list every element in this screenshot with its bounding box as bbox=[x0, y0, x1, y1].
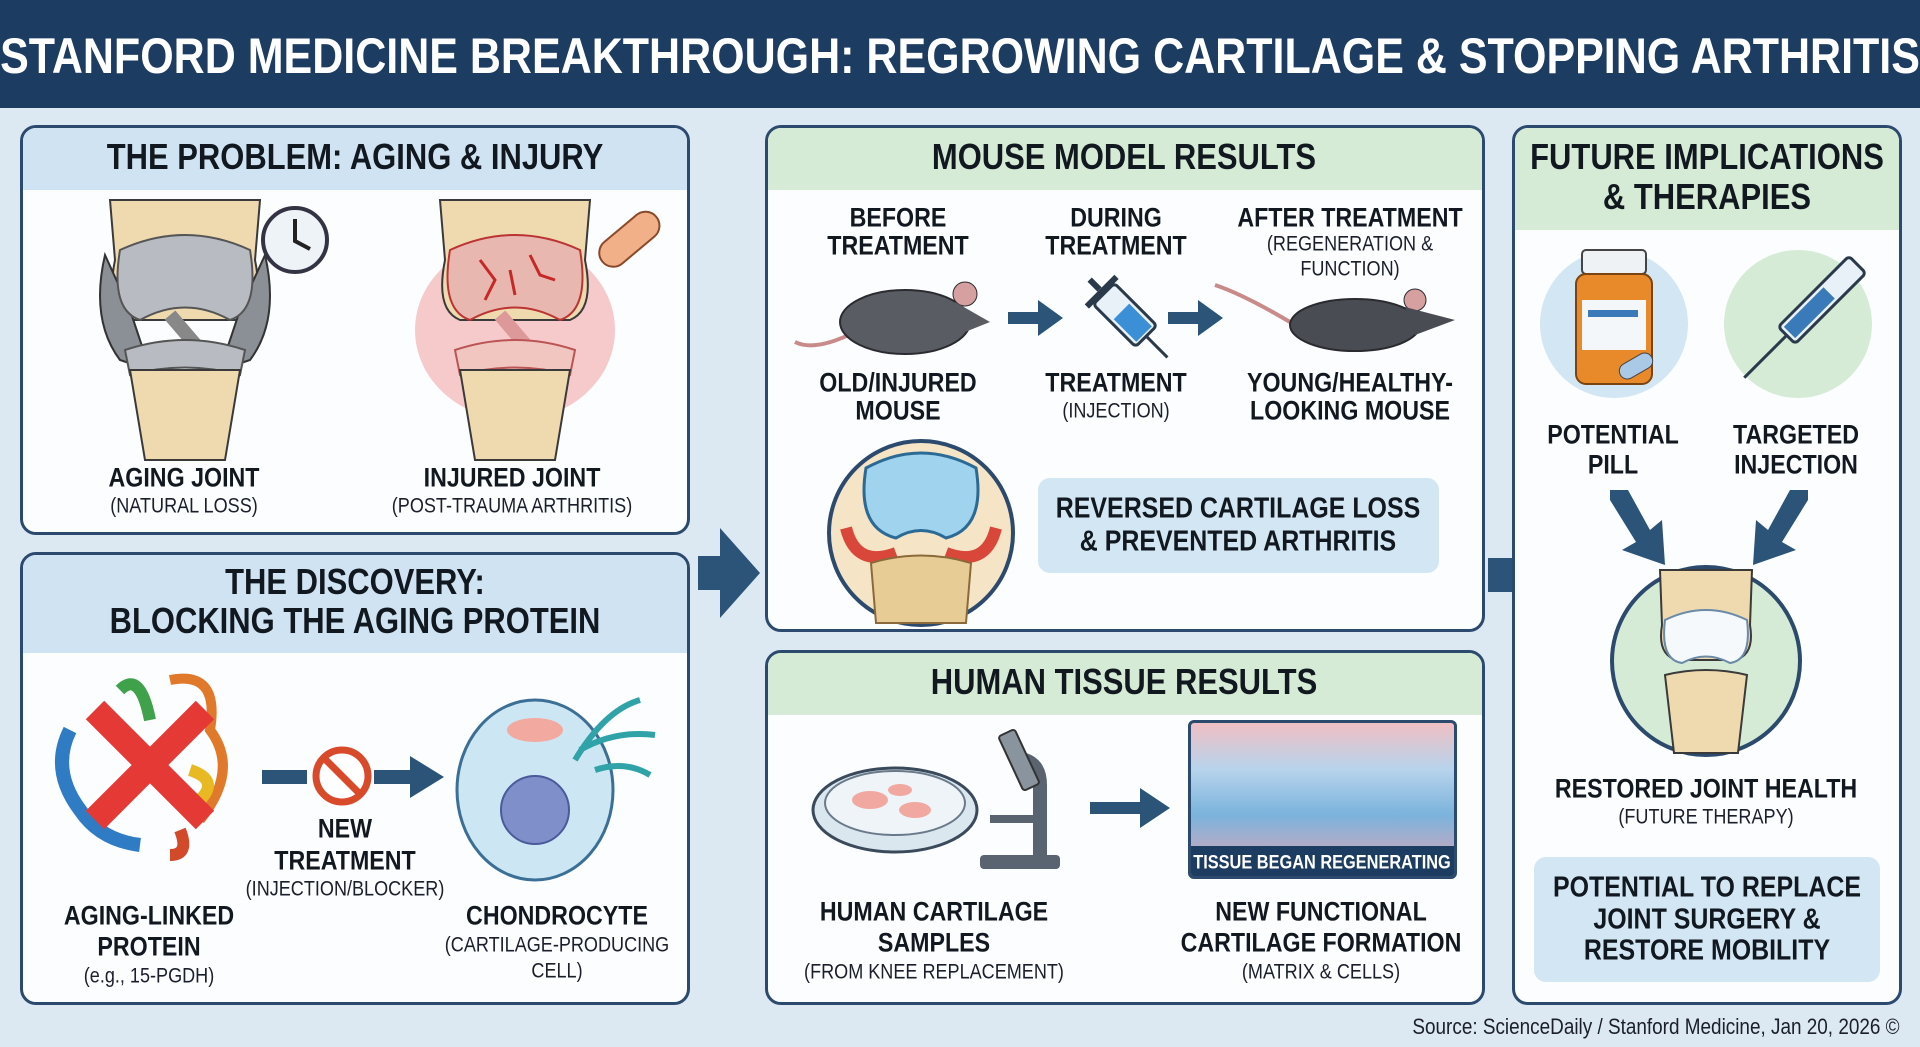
syringe-icon bbox=[1084, 274, 1169, 359]
during-heading-1: DURING bbox=[1070, 202, 1162, 233]
samples-label-1: HUMAN CARTILAGE bbox=[819, 896, 1049, 927]
arrow-icon bbox=[1090, 788, 1170, 828]
protein-icon bbox=[55, 673, 228, 861]
chondrocyte-cell-icon bbox=[455, 697, 656, 882]
restored-sub: (FUTURE THERAPY) bbox=[1618, 805, 1794, 829]
injured-joint-icon bbox=[415, 199, 615, 461]
petri-dish-icon bbox=[811, 766, 979, 854]
discovery-title-line1: THE DISCOVERY: bbox=[225, 561, 485, 602]
arrow-icon bbox=[1008, 300, 1063, 336]
pill-label-1: POTENTIAL bbox=[1547, 419, 1679, 450]
healthy-mouse-icon bbox=[1214, 283, 1455, 352]
bandage-icon bbox=[598, 210, 661, 268]
mouse-callout-line1: REVERSED CARTILAGE LOSS bbox=[1055, 492, 1421, 525]
aging-joint-label: AGING JOINT bbox=[108, 462, 260, 493]
healthy-knee-closeup-icon bbox=[827, 439, 1015, 627]
old-mouse-label-2: MOUSE bbox=[855, 395, 941, 426]
healthy-mouse-label-2: LOOKING MOUSE bbox=[1250, 395, 1450, 426]
old-mouse-icon bbox=[794, 281, 990, 355]
formation-label-1: NEW FUNCTIONAL bbox=[1215, 896, 1427, 927]
aging-joint-icon bbox=[99, 199, 271, 461]
chondrocyte-label: CHONDROCYTE bbox=[466, 900, 648, 931]
after-heading-3: FUNCTION) bbox=[1300, 257, 1400, 281]
discovery-title-line2: BLOCKING THE AGING PROTEIN bbox=[109, 600, 601, 641]
restored-label: RESTORED JOINT HEALTH bbox=[1554, 773, 1858, 804]
injection-label-1: TREATMENT bbox=[1045, 367, 1187, 398]
protein-sub: (e.g., 15-PGDH) bbox=[83, 964, 215, 988]
samples-sub: (FROM KNEE REPLACEMENT) bbox=[804, 960, 1064, 984]
injection-label-2: (INJECTION) bbox=[1062, 399, 1170, 423]
treatment-label-line1: NEW bbox=[317, 813, 373, 844]
future-title-line1: FUTURE IMPLICATIONS bbox=[1530, 136, 1884, 177]
old-mouse-label-1: OLD/INJURED bbox=[819, 367, 977, 398]
chondrocyte-sub2: CELL) bbox=[531, 959, 583, 983]
protein-label-line1: AGING-LINKED bbox=[63, 900, 235, 931]
before-heading-1: BEFORE bbox=[849, 202, 947, 233]
human-header-band bbox=[768, 653, 1482, 715]
problem-header-band bbox=[23, 128, 687, 190]
treatment-label-line2: TREATMENT bbox=[274, 845, 416, 876]
protein-label-line2: PROTEIN bbox=[97, 931, 201, 962]
treatment-sub: (INJECTION/BLOCKER) bbox=[245, 877, 445, 901]
flow-arrow-1 bbox=[698, 528, 760, 618]
tissue-caption: TISSUE BEGAN REGENERATING bbox=[1193, 852, 1451, 874]
source-citation: Source: ScienceDaily / Stanford Medicine… bbox=[1412, 1014, 1900, 1039]
mouse-callout-line2: & PREVENTED ARTHRITIS bbox=[1079, 525, 1397, 558]
down-arrow-icon bbox=[1610, 490, 1665, 565]
injured-joint-sub: (POST-TRAUMA ARTHRITIS) bbox=[391, 494, 633, 518]
microscope-icon bbox=[980, 728, 1060, 869]
injection-future-label-2: INJECTION bbox=[1734, 449, 1858, 480]
during-heading-2: TREATMENT bbox=[1045, 230, 1187, 261]
down-arrow-icon bbox=[1753, 490, 1808, 565]
clock-icon bbox=[261, 206, 329, 274]
healthy-mouse-label-1: YOUNG/HEALTHY- bbox=[1247, 367, 1453, 398]
formation-sub: (MATRIX & CELLS) bbox=[1241, 960, 1401, 984]
mouse-results-callout bbox=[1038, 478, 1439, 573]
after-heading-2: (REGENERATION & bbox=[1266, 232, 1434, 256]
mouse-title: MOUSE MODEL RESULTS bbox=[931, 136, 1317, 177]
injection-future-label-1: TARGETED bbox=[1733, 419, 1859, 450]
before-heading-2: TREATMENT bbox=[827, 230, 969, 261]
after-heading-1: AFTER TREATMENT bbox=[1237, 202, 1463, 233]
future-callout-line2: JOINT SURGERY & bbox=[1593, 903, 1821, 936]
treatment-arrow-icon bbox=[262, 746, 444, 806]
future-callout bbox=[1534, 857, 1880, 982]
formation-label-2: CARTILAGE FORMATION bbox=[1180, 927, 1462, 958]
tissue-caption-bar bbox=[1191, 846, 1454, 876]
targeted-injection-icon bbox=[1724, 250, 1872, 398]
page-title: STANFORD MEDICINE BREAKTHROUGH: REGROWIN… bbox=[0, 28, 1920, 84]
injured-joint-label: INJURED JOINT bbox=[423, 462, 601, 493]
chondrocyte-sub1: (CARTILAGE-PRODUCING bbox=[444, 933, 670, 957]
pill-bottle-icon bbox=[1540, 249, 1688, 398]
problem-title: THE PROBLEM: AGING & INJURY bbox=[106, 136, 604, 177]
aging-joint-sub: (NATURAL LOSS) bbox=[110, 494, 258, 518]
samples-label-2: SAMPLES bbox=[877, 927, 991, 958]
pill-label-2: PILL bbox=[1587, 449, 1639, 480]
future-header-band bbox=[1515, 128, 1899, 230]
header-banner: STANFORD MEDICINE BREAKTHROUGH: REGROWIN… bbox=[0, 0, 1920, 108]
restored-joint-icon bbox=[1610, 565, 1802, 757]
mouse-header-band bbox=[768, 128, 1482, 190]
arrow-icon bbox=[1168, 300, 1223, 336]
tissue-regeneration-image bbox=[1188, 720, 1457, 879]
discovery-header-band bbox=[23, 555, 687, 653]
future-title-line2: & THERAPIES bbox=[1602, 176, 1812, 217]
human-title: HUMAN TISSUE RESULTS bbox=[930, 661, 1318, 702]
future-callout-line3: RESTORE MOBILITY bbox=[1583, 934, 1831, 967]
future-callout-line1: POTENTIAL TO REPLACE bbox=[1552, 871, 1862, 904]
